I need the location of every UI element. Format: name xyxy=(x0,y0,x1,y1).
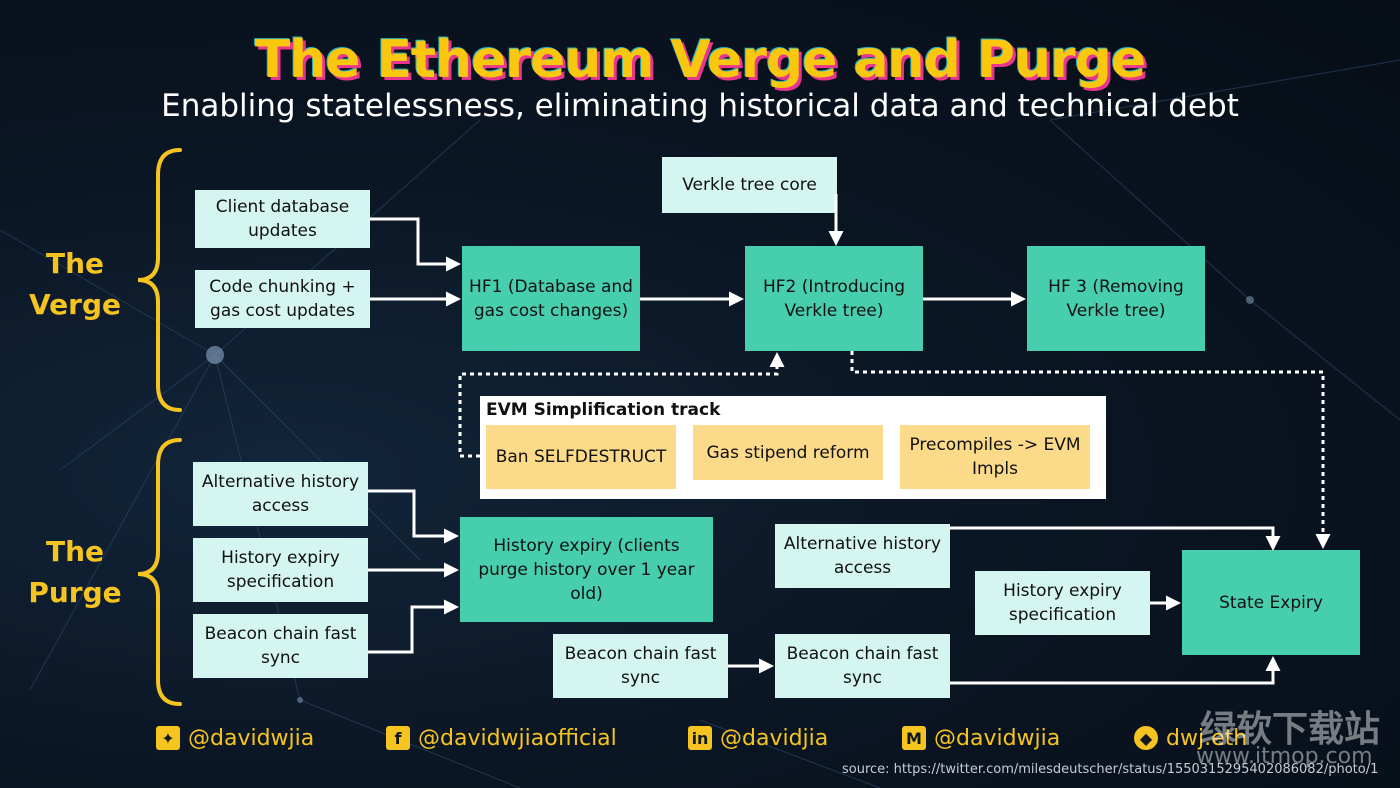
client-database-label: Client database updates xyxy=(215,197,350,241)
purge-label-line1: The xyxy=(45,535,105,568)
linkedin-handle: @davidjia xyxy=(720,725,829,751)
code-chunking-box: Code chunking + gas cost updates xyxy=(195,270,370,328)
gas-stipend-label: Gas stipend reform xyxy=(706,442,870,463)
verkle-core-box: Verkle tree core xyxy=(662,157,837,213)
watermark-cn: 绿软下载站 xyxy=(1200,709,1381,750)
state-expiry-label: State Expiry xyxy=(1219,592,1323,613)
state-expiry-box: State Expiry xyxy=(1182,550,1360,655)
watermark-url: www.itmop.com xyxy=(1196,744,1373,769)
social-linkedin[interactable]: in @davidjia xyxy=(688,724,828,752)
alt-history-right-label: Alternative history access xyxy=(783,534,942,578)
evm-panel-title: EVM Simplification track xyxy=(486,400,721,420)
beacon-mid-label: Beacon chain fast sync xyxy=(564,644,717,688)
purge-label-line2: Purge xyxy=(28,576,122,609)
alt-history-left-label: Alternative history access xyxy=(201,472,360,516)
beacon-right-box: Beacon chain fast sync xyxy=(775,634,950,698)
hf2-box: HF2 (Introducing Verkle tree) xyxy=(745,246,923,351)
medium-icon: M xyxy=(902,726,926,750)
eth-handle: dwj.eth xyxy=(1166,725,1248,751)
social-medium[interactable]: M @davidwjia xyxy=(902,724,1060,752)
purge-label: The Purge xyxy=(20,531,130,613)
linkedin-icon: in xyxy=(688,726,712,750)
precompiles-label: Precompiles -> EVM Impls xyxy=(909,435,1081,479)
twitter-handle: @davidwjia xyxy=(188,725,315,751)
medium-handle: @davidwjia xyxy=(934,725,1061,751)
source-caption: source: https://twitter.com/milesdeutsch… xyxy=(842,762,1379,777)
social-facebook[interactable]: f @davidwjiaofficial xyxy=(386,724,617,752)
hf2-label: HF2 (Introducing Verkle tree) xyxy=(762,276,906,321)
ban-selfdestruct-box: Ban SELFDESTRUCT xyxy=(486,425,676,489)
verge-label-line1: The xyxy=(45,247,105,280)
history-spec-right-label: History expiry specification xyxy=(1003,581,1122,625)
verge-label: The Verge xyxy=(20,243,130,325)
facebook-handle: @davidwjiaofficial xyxy=(418,725,617,751)
twitter-icon: ✦ xyxy=(156,726,180,750)
diagram-title: The Ethereum Verge and Purge xyxy=(254,30,1146,90)
history-spec-left-box: History expiry specification xyxy=(193,538,368,602)
code-chunking-label: Code chunking + gas cost updates xyxy=(209,277,356,321)
beacon-left-box: Beacon chain fast sync xyxy=(193,614,368,678)
hf1-box: HF1 (Database and gas cost changes) xyxy=(462,246,640,351)
ethereum-icon: ◆ xyxy=(1134,726,1158,750)
beacon-mid-box: Beacon chain fast sync xyxy=(553,634,728,698)
social-eth[interactable]: ◆ dwj.eth xyxy=(1134,724,1247,752)
hf3-label: HF 3 (Removing Verkle tree) xyxy=(1048,276,1184,321)
history-expiry-label: History expiry (clients purge history ov… xyxy=(478,535,695,604)
verkle-core-label: Verkle tree core xyxy=(682,175,817,195)
beacon-right-label: Beacon chain fast sync xyxy=(786,644,939,688)
hf3-box: HF 3 (Removing Verkle tree) xyxy=(1027,246,1205,351)
social-twitter[interactable]: ✦ @davidwjia xyxy=(156,724,314,752)
precompiles-box: Precompiles -> EVM Impls xyxy=(900,425,1090,489)
history-spec-left-label: History expiry specification xyxy=(221,548,340,592)
ban-selfdestruct-label: Ban SELFDESTRUCT xyxy=(495,447,667,467)
client-database-box: Client database updates xyxy=(195,190,370,248)
history-spec-right-box: History expiry specification xyxy=(975,571,1150,635)
facebook-icon: f xyxy=(386,726,410,750)
alt-history-left-box: Alternative history access xyxy=(193,462,368,526)
alt-history-right-box: Alternative history access xyxy=(775,524,950,588)
history-expiry-box: History expiry (clients purge history ov… xyxy=(460,517,713,622)
hf1-label: HF1 (Database and gas cost changes) xyxy=(469,276,633,321)
gas-stipend-box: Gas stipend reform xyxy=(693,425,883,480)
beacon-left-label: Beacon chain fast sync xyxy=(204,624,357,668)
verge-label-line2: Verge xyxy=(29,288,121,321)
diagram-subtitle: Enabling statelessness, eliminating hist… xyxy=(161,88,1239,124)
